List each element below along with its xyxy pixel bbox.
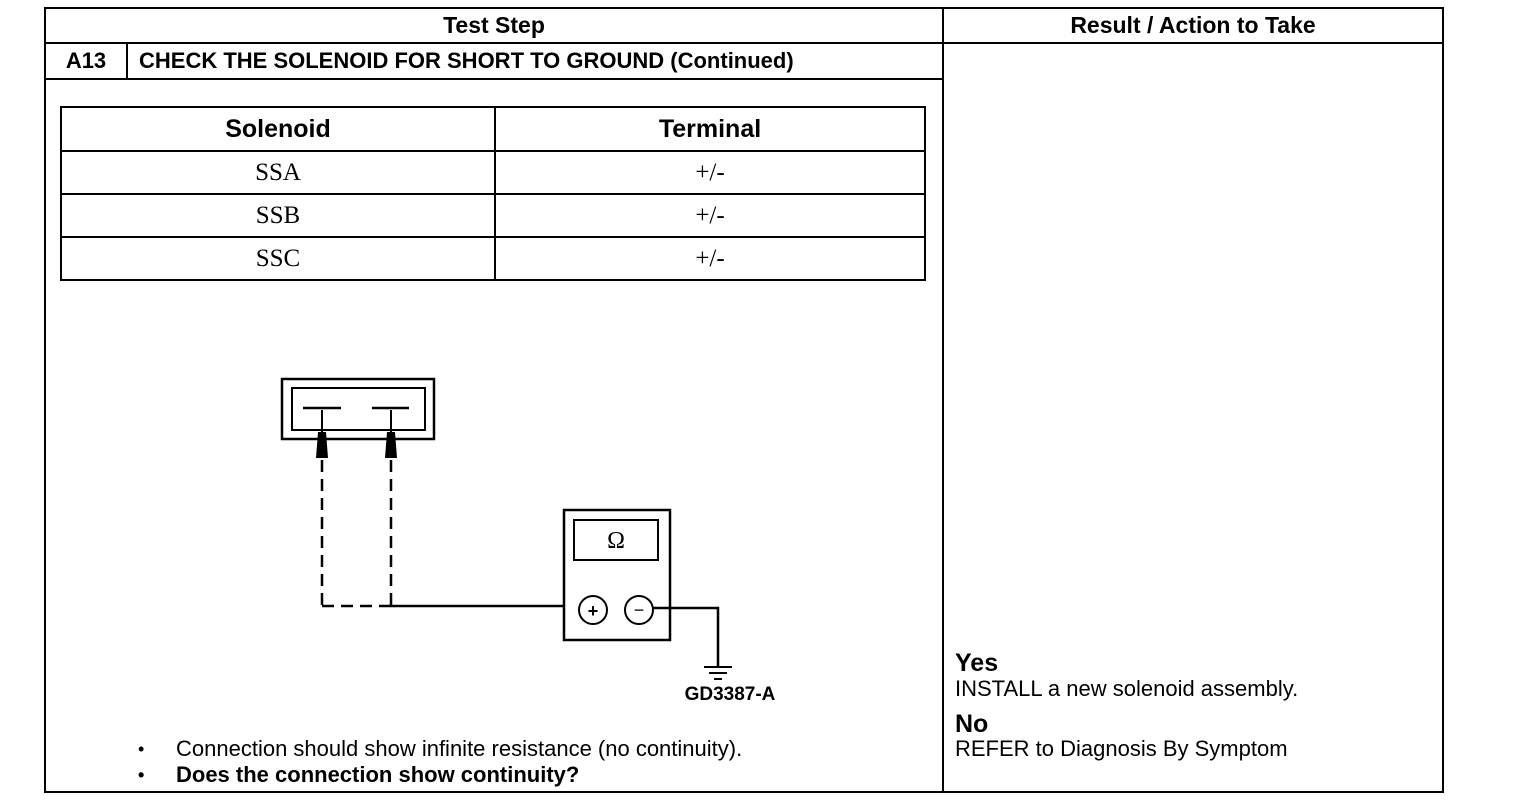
step-title: CHECK THE SOLENOID FOR SHORT TO GROUND (…	[139, 48, 794, 73]
negative-terminal-icon	[624, 595, 654, 625]
header-divider	[44, 42, 1444, 44]
list-item: Does the connection show continuity?	[138, 762, 938, 788]
table-header-row: Solenoid Terminal	[60, 106, 926, 152]
solenoid-connector	[280, 377, 436, 441]
test-probe-left	[316, 410, 328, 458]
result-no-label: No	[955, 710, 989, 738]
header-test-step: Test Step	[443, 12, 545, 38]
table-row: SSB +/-	[60, 193, 926, 238]
dashed-test-leads	[320, 460, 393, 608]
terminal-cell: +/-	[494, 193, 926, 238]
step-id-divider	[126, 42, 128, 79]
positive-terminal-icon	[578, 595, 608, 625]
procedure-table-frame	[44, 7, 1444, 793]
list-item: Connection should show infinite resistan…	[138, 736, 938, 762]
table-row: SSC +/-	[60, 236, 926, 281]
step-id: A13	[65, 48, 107, 73]
positive-symbol: +	[588, 601, 599, 621]
column-divider	[942, 7, 944, 793]
table-row: SSA +/-	[60, 150, 926, 195]
column-header-solenoid: Solenoid	[60, 106, 496, 152]
result-yes-label: Yes	[955, 649, 999, 677]
solenoid-cell: SSB	[60, 193, 496, 238]
ohmmeter: Ω + −	[562, 508, 672, 642]
result-yes-action: INSTALL a new solenoid assembly.	[955, 676, 1299, 701]
test-probe-right	[385, 410, 397, 458]
solenoid-cell: SSA	[60, 150, 496, 195]
solenoid-cell: SSC	[60, 236, 496, 281]
ground-icon	[704, 666, 732, 680]
terminal-cell: +/-	[494, 150, 926, 195]
ohm-symbol: Ω	[607, 528, 625, 554]
result-no-action: REFER to Diagnosis By Symptom	[955, 736, 1288, 761]
column-header-terminal: Terminal	[494, 106, 926, 152]
negative-symbol: −	[634, 600, 645, 620]
ground-lead-wire	[653, 606, 720, 666]
figure-code: GD3387-A	[684, 684, 776, 705]
solenoid-terminal-table: Solenoid Terminal SSA +/- SSB +/- SSC +/…	[60, 106, 926, 281]
header-result-action: Result / Action to Take	[1070, 12, 1316, 38]
ohmmeter-connection-diagram: Ω + −	[280, 377, 732, 680]
terminal-cell: +/-	[494, 236, 926, 281]
instruction-list: Connection should show infinite resistan…	[138, 736, 938, 788]
step-title-divider	[44, 78, 943, 80]
